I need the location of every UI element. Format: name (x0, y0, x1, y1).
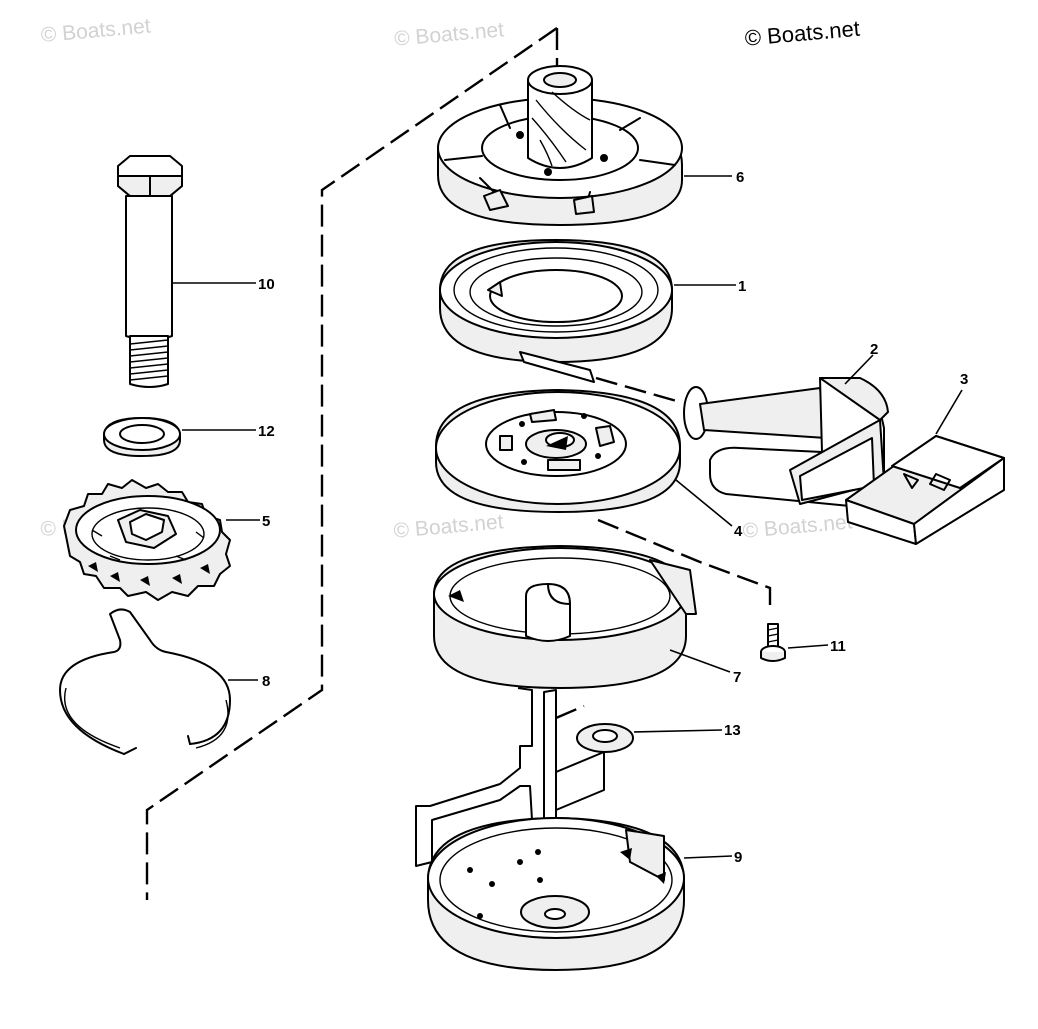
callout-10: 10 (258, 276, 275, 293)
callout-1: 1 (738, 278, 746, 295)
part-12-washer (103, 417, 181, 457)
leader-line (844, 354, 874, 385)
leader-line (683, 855, 733, 859)
leader-line (935, 389, 963, 435)
part-6-starter-pulley (437, 65, 683, 226)
leader-line (669, 649, 731, 673)
callout-4: 4 (734, 523, 743, 540)
callout-11: 11 (830, 638, 846, 655)
callout-2: 2 (870, 341, 878, 358)
leader-line (633, 729, 723, 733)
part-4-rope-pulley (435, 389, 681, 513)
callout-9: 9 (734, 849, 742, 866)
part-8-wire-clip (59, 608, 231, 755)
callout-6: 6 (736, 169, 744, 186)
part-13-washer (576, 723, 634, 753)
part-2-starter-handle (683, 377, 889, 508)
part-9-starter-housing (415, 687, 685, 971)
callout-12: 12 (258, 423, 275, 440)
copyright-notice: © Boats.net (744, 16, 861, 51)
part-3-handle-insert (845, 435, 1005, 545)
part-5-ratchet-gear (63, 479, 231, 601)
watermark: © Boats.net (40, 15, 152, 48)
leader-line (675, 479, 733, 527)
assembly-boundary (145, 27, 558, 900)
callout-5: 5 (262, 513, 270, 530)
part-1-rewind-spring (439, 239, 673, 383)
part-11-screw (760, 623, 786, 662)
watermark: © Boats.net (742, 510, 854, 543)
leader-line (787, 644, 829, 649)
callout-13: 13 (724, 722, 741, 739)
callout-3: 3 (960, 371, 968, 388)
watermark: © Boats.net (393, 18, 505, 51)
part-10-bolt (117, 155, 183, 388)
assembly-path (595, 376, 681, 404)
assembly-path (597, 518, 772, 612)
assembly-path (555, 704, 585, 720)
watermark: © Boats.net (393, 510, 505, 543)
callout-8: 8 (262, 673, 270, 690)
callout-7: 7 (733, 669, 741, 686)
part-7-spring-housing (433, 545, 697, 689)
